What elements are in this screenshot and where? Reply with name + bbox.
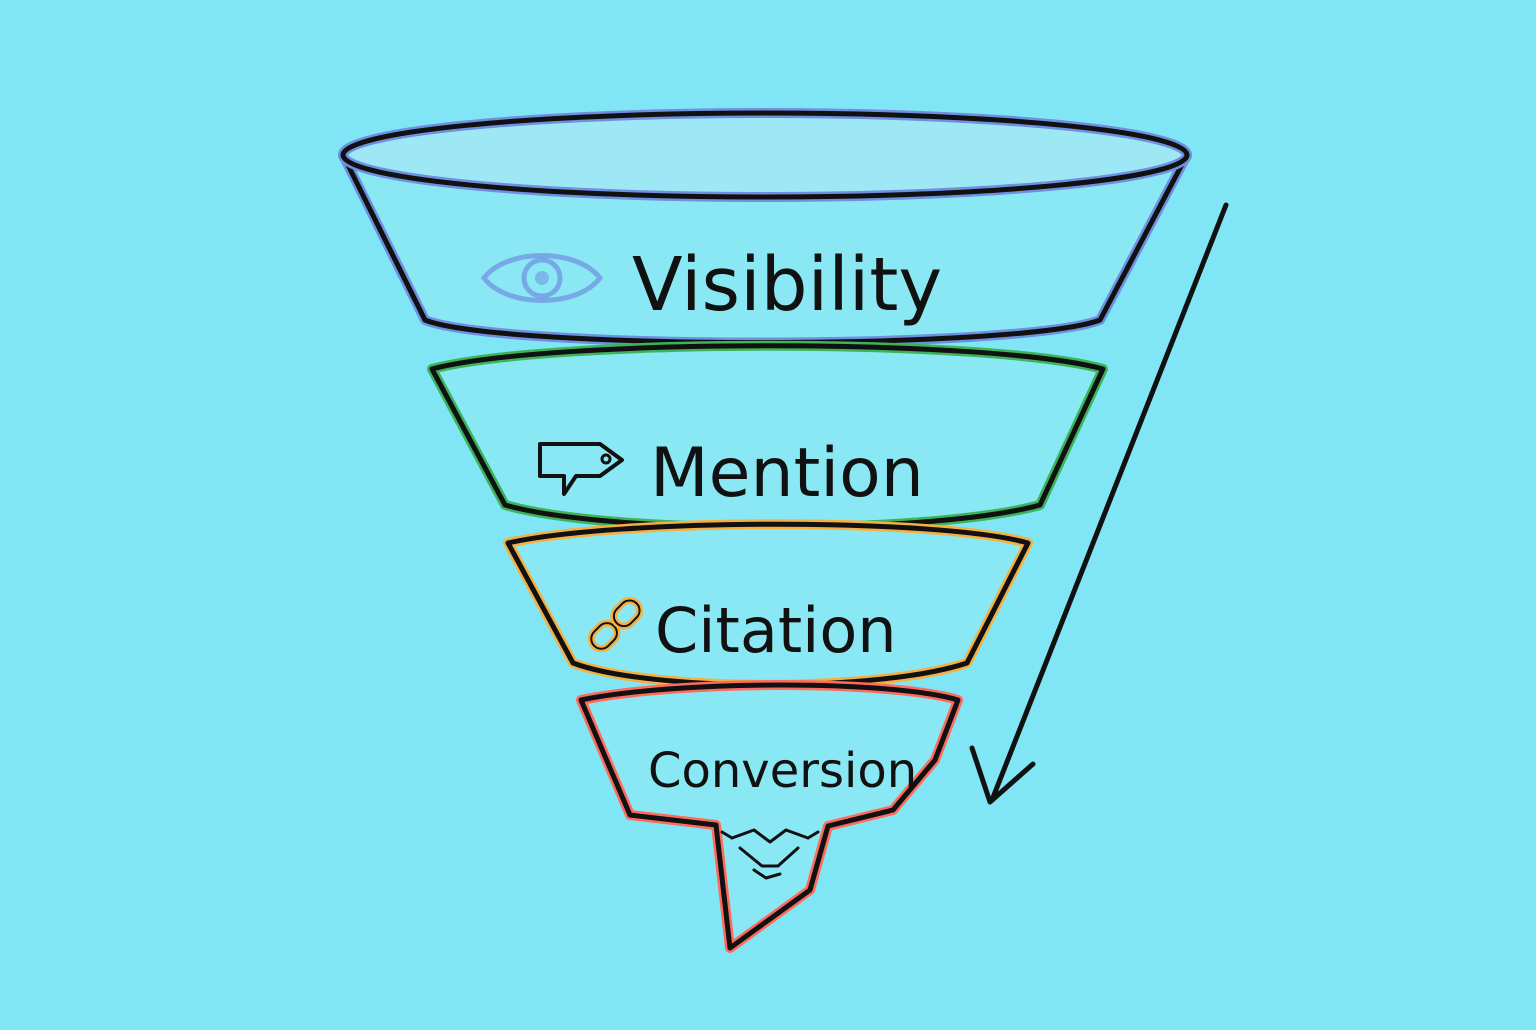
citation-band-outline [505, 521, 1031, 688]
conversion-label: Conversion [648, 743, 917, 799]
funnel-stage-visibility: Visibility [338, 108, 1192, 348]
visibility-label: Visibility [632, 242, 942, 328]
funnel-stage-conversion: Conversion [576, 680, 963, 953]
conversion-band-outline [578, 682, 961, 951]
eye-icon [480, 253, 604, 303]
citation-label: Citation [655, 594, 897, 667]
chain-link-icon [587, 596, 644, 653]
speech-bubble-tag-icon [538, 442, 624, 496]
funnel-stage-mention: Mention [427, 340, 1108, 533]
funnel-stage-citation: Citation [503, 519, 1033, 690]
handshake-icon [720, 828, 820, 880]
down-arrow-icon [969, 202, 1229, 805]
mention-label: Mention [650, 434, 924, 513]
funnel-top-rim-outline [340, 110, 1190, 200]
